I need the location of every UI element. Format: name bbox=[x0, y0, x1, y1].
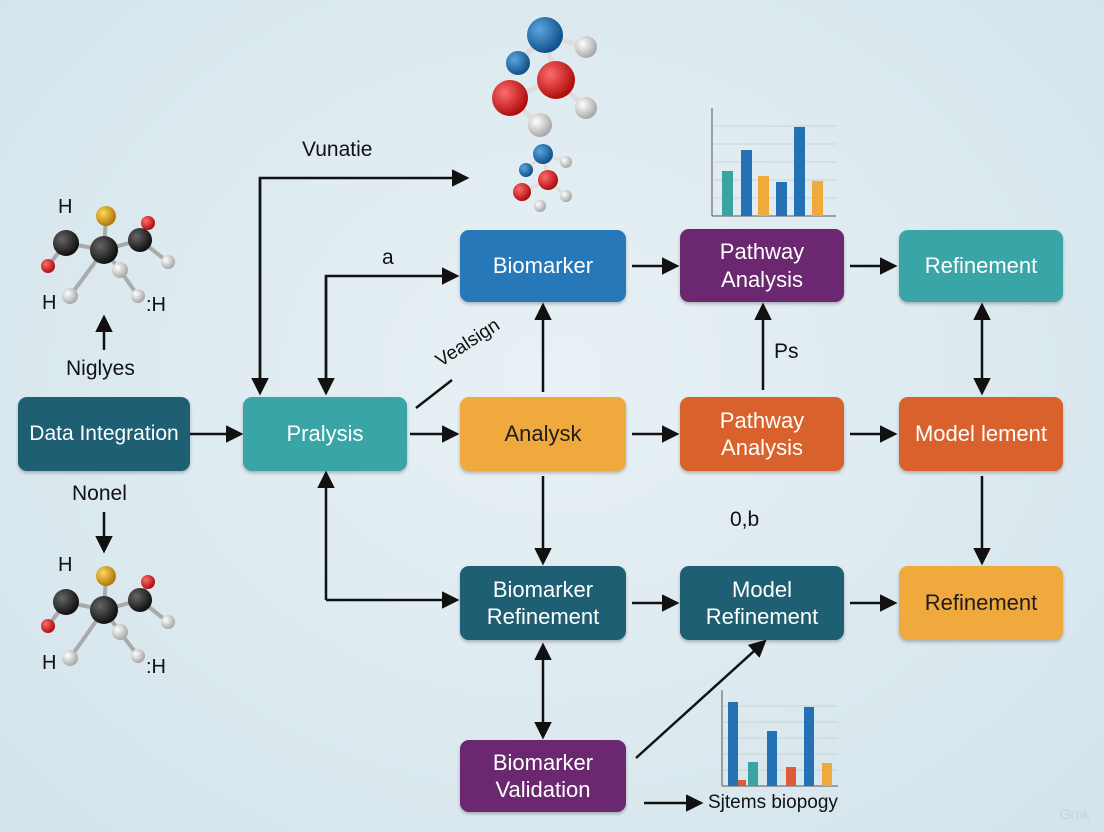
node-data-integration[interactable]: Data Integration bbox=[18, 397, 190, 471]
node-pathway-analysis-mid[interactable]: Pathway Analysis bbox=[680, 397, 844, 471]
vealsign-line bbox=[415, 379, 453, 409]
atom-label-h: H bbox=[42, 292, 57, 314]
node-pathway-analysis-top[interactable]: Pathway Analysis bbox=[680, 229, 844, 302]
label-niglyes: Niglyes bbox=[66, 357, 135, 380]
node-pralysis[interactable]: Pralysis bbox=[243, 397, 407, 471]
connectors bbox=[95, 169, 991, 812]
node-refinement-bottom[interactable]: Refinement bbox=[899, 566, 1063, 640]
mini-chart-bottom bbox=[721, 690, 838, 787]
bar bbox=[728, 702, 738, 786]
label-a: a bbox=[382, 246, 394, 269]
bar bbox=[758, 176, 769, 216]
molecule-left-bottom bbox=[41, 566, 175, 666]
label-ob: 0,b bbox=[730, 508, 760, 531]
bar bbox=[822, 763, 832, 786]
arrow-validation-modelref bbox=[635, 639, 767, 759]
node-refinement-top[interactable]: Refinement bbox=[899, 230, 1063, 302]
node-biomarker-refinement[interactable]: Biomarker Refinement bbox=[460, 566, 626, 640]
mini-chart-top bbox=[711, 108, 836, 217]
bar bbox=[812, 181, 823, 216]
molecule-top bbox=[492, 17, 597, 212]
atom-label-h: H bbox=[58, 554, 73, 576]
watermark: Grok bbox=[1059, 806, 1090, 822]
atom-label-colon-h: :H bbox=[146, 294, 166, 316]
arrow-a-to-biomarker bbox=[324, 267, 460, 392]
node-analysk[interactable]: Analysk bbox=[460, 397, 626, 471]
bar bbox=[738, 780, 746, 786]
atom-label-h: H bbox=[42, 652, 57, 674]
label-ps: Ps bbox=[774, 340, 799, 363]
bar bbox=[804, 707, 814, 786]
bar bbox=[786, 767, 796, 786]
node-biomarker[interactable]: Biomarker bbox=[460, 230, 626, 302]
label-vunatie: Vunatie bbox=[302, 138, 373, 161]
bar bbox=[741, 150, 752, 216]
label-sjtems-biopogy: Sjtems biopogy bbox=[708, 792, 838, 813]
bar bbox=[794, 127, 805, 216]
label-nonel: Nonel bbox=[72, 482, 127, 505]
bar bbox=[748, 762, 758, 786]
molecule-left-top bbox=[41, 206, 175, 304]
node-model-lement[interactable]: Model lement bbox=[899, 397, 1063, 471]
atom-label-colon-h: :H bbox=[146, 656, 166, 678]
node-model-refinement[interactable]: Model Refinement bbox=[680, 566, 844, 640]
bar bbox=[767, 731, 777, 786]
atom-label-h: H bbox=[58, 196, 73, 218]
node-biomarker-validation[interactable]: Biomarker Validation bbox=[460, 740, 626, 812]
bar bbox=[722, 171, 733, 216]
bar bbox=[776, 182, 787, 216]
